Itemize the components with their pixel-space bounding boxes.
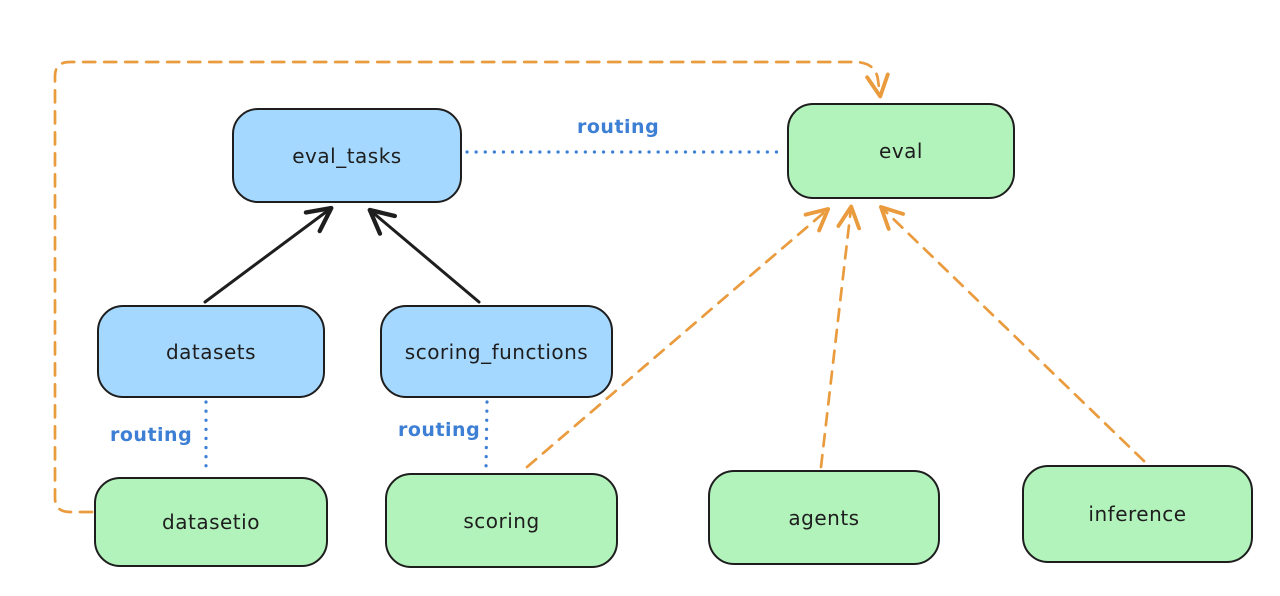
edge-label-routing-scoring-functions-scoring: routing xyxy=(398,419,481,441)
node-datasetio-label: datasetio xyxy=(162,510,260,534)
edge-routing-scoring-functions-to-scoring xyxy=(484,400,489,471)
edge-label-routing-datasets-datasetio: routing xyxy=(110,424,193,446)
node-scoring-label: scoring xyxy=(463,508,540,533)
node-datasetio: datasetio xyxy=(94,477,328,567)
node-eval: eval xyxy=(787,103,1015,199)
edge-agents-to-eval xyxy=(819,204,862,469)
node-datasets-label: datasets xyxy=(165,339,257,364)
node-inference-label: inference xyxy=(1088,502,1187,526)
node-eval-label: eval xyxy=(879,139,923,163)
node-eval-tasks-label: eval_tasks xyxy=(292,143,402,168)
node-inference: inference xyxy=(1022,465,1253,563)
edge-label-routing-eval-tasks-eval: routing xyxy=(577,116,660,138)
node-agents-label: agents xyxy=(788,505,860,530)
node-datasets: datasets xyxy=(97,305,325,398)
node-eval-tasks: eval_tasks xyxy=(232,108,462,203)
edge-datasets-to-eval-tasks xyxy=(203,205,334,304)
node-scoring-functions-label: scoring_functions xyxy=(404,339,589,364)
node-scoring-functions: scoring_functions xyxy=(380,305,613,398)
node-agents: agents xyxy=(708,470,940,565)
edge-scoring-to-eval xyxy=(525,207,831,469)
edge-inference-to-eval xyxy=(879,205,1146,463)
node-scoring: scoring xyxy=(385,473,618,568)
edge-datasetio-to-eval xyxy=(53,60,890,514)
edge-scoring-functions-to-eval-tasks xyxy=(367,207,481,304)
